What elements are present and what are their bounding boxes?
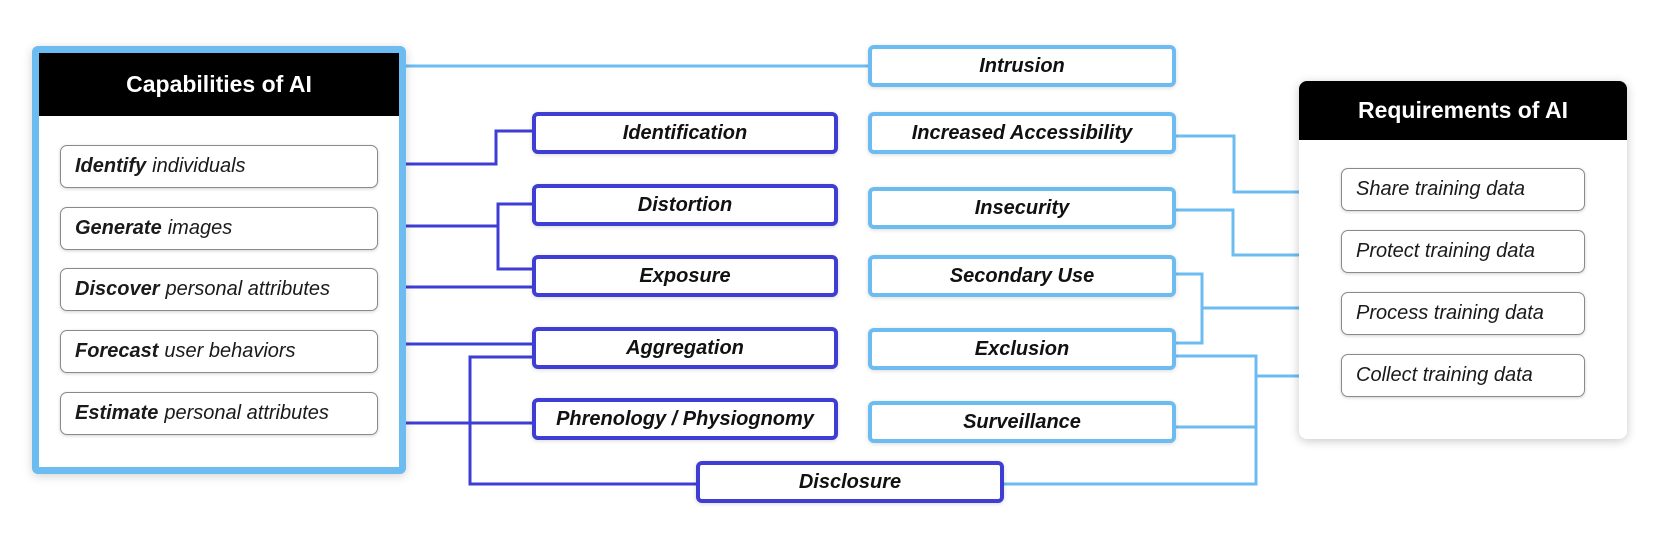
link-generate-distortion: [378, 202, 532, 228]
requirement-collect[interactable]: Collect training data: [1341, 354, 1585, 397]
requirement-share[interactable]: Share training data: [1341, 168, 1585, 211]
harm-phrenology-physiognomy[interactable]: Phrenology / Physiognomy: [532, 398, 838, 440]
capability-text: personal attributes: [164, 402, 329, 424]
link-secondary-process: [1176, 272, 1204, 345]
capability-verb: Estimate: [75, 402, 159, 424]
harm-identification[interactable]: Identification: [532, 112, 838, 154]
harm-intrusion[interactable]: Intrusion: [868, 45, 1176, 87]
link-generate-exposure: [496, 226, 532, 271]
capabilities-title: Capabilities of AI: [39, 53, 399, 116]
requirement-process[interactable]: Process training data: [1341, 292, 1585, 335]
harm-exclusion[interactable]: Exclusion: [868, 328, 1176, 370]
harm-surveillance[interactable]: Surveillance: [868, 401, 1176, 443]
harm-distortion[interactable]: Distortion: [532, 184, 838, 226]
capability-text: personal attributes: [165, 278, 331, 300]
harm-secondary-use[interactable]: Secondary Use: [868, 255, 1176, 297]
link-exclusion-collect: [1004, 354, 1258, 486]
capability-text: individuals: [152, 155, 246, 177]
capability-verb: Identify: [75, 155, 147, 177]
harm-increased-accessibility[interactable]: Increased Accessibility: [868, 112, 1176, 154]
capability-verb: Discover: [75, 278, 160, 300]
requirements-title: Requirements of AI: [1299, 81, 1627, 140]
harm-aggregation[interactable]: Aggregation: [532, 327, 838, 369]
link-identify-identification: [378, 129, 532, 166]
capability-verb: Forecast: [75, 340, 159, 362]
link-insecurity-protect: [1176, 208, 1341, 257]
harm-insecurity[interactable]: Insecurity: [868, 187, 1176, 229]
capability-text: user behaviors: [164, 340, 296, 362]
requirement-protect[interactable]: Protect training data: [1341, 230, 1585, 273]
harm-exposure[interactable]: Exposure: [532, 255, 838, 297]
harm-disclosure[interactable]: Disclosure: [696, 461, 1004, 503]
capability-verb: Generate: [75, 217, 162, 239]
capability-text: images: [167, 217, 233, 239]
link-access-share: [1176, 134, 1341, 194]
link-aggregation-disclosure: [468, 355, 696, 486]
